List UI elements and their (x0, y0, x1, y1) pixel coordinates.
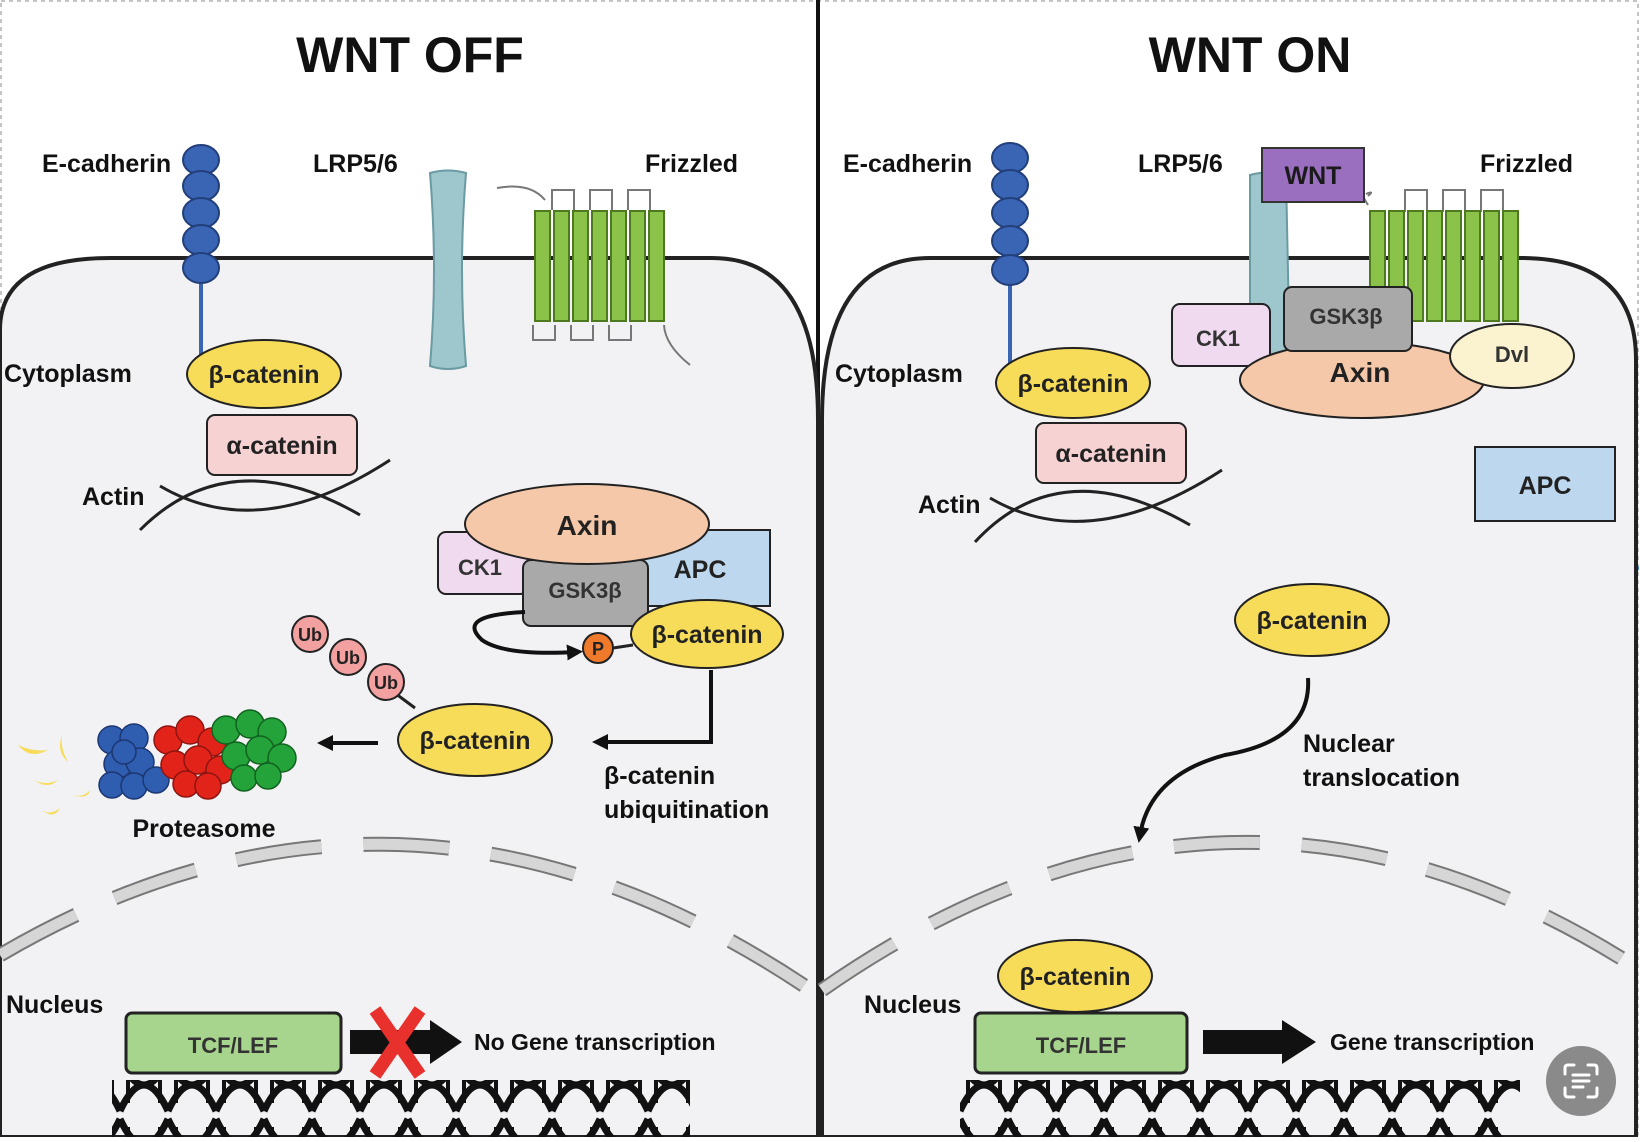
panels-on-beta-catenin-membrane-label: β-catenin (1017, 370, 1128, 398)
panels-off-ubiquitin-1-label: Ub (336, 648, 360, 668)
panel-wnt-on: WNT ON E-cadherin LRP5/6 Fr (817, 27, 1640, 1139)
label-actin-on: Actin (918, 491, 981, 519)
label-frizzled-on: Frizzled (1480, 150, 1573, 178)
label-cytoplasm: Cytoplasm (4, 360, 132, 388)
label-lrp-on: LRP5/6 (1138, 150, 1223, 178)
panels-on-apc-label: APC (1519, 472, 1572, 500)
translocation-arrow (1133, 677, 1311, 843)
panels-on-gsk3b-label: GSK3β (1309, 304, 1382, 329)
beta-catenin-free (1234, 583, 1390, 657)
scan-text-button[interactable] (1546, 1046, 1616, 1116)
label-actin: Actin (82, 483, 145, 511)
apc-node-on (1474, 446, 1616, 522)
panels-off-gsk3b-label: GSK3β (548, 578, 621, 603)
degraded-fragments (18, 735, 90, 815)
panels-on-dvl-label: Dvl (1495, 342, 1529, 367)
e-cadherin-receptor-on (991, 142, 1029, 378)
label-frizzled: Frizzled (645, 150, 738, 178)
panels-on-ck1-label: CK1 (1196, 326, 1240, 351)
ubiquitin-2 (329, 638, 367, 676)
label-e-cadherin: E-cadherin (42, 150, 171, 178)
label-nucleus: Nucleus (6, 991, 103, 1019)
label-ubiquitination-2: ubiquitination (604, 796, 769, 824)
actin-filament (138, 458, 391, 532)
panels-off-ubiquitin-0-label: Ub (298, 625, 322, 645)
panel-wnt-off: WNT OFF E-cadherin LRP5/6 Frizzled (0, 27, 823, 1139)
panels-off-ubiquitin-2-label: Ub (374, 673, 398, 693)
panels-on-axin-label: Axin (1330, 357, 1391, 388)
axin-node (464, 483, 710, 565)
panels-on-wnt-label: WNT (1285, 162, 1342, 190)
red-x-icon (369, 1006, 426, 1079)
phosphate-node (582, 632, 614, 664)
label-translocation-2: translocation (1303, 764, 1460, 792)
beta-catenin-complex (630, 599, 784, 669)
label-translocation-1: Nuclear (1303, 730, 1395, 758)
beta-catenin-membrane (186, 339, 342, 409)
lrp-receptor (428, 169, 468, 370)
panels-off-apc-label: APC (674, 556, 727, 584)
cell-membrane-on (820, 256, 1638, 1139)
destruction-complex: CK1 APC GSK3β Axin β-catenin P (437, 483, 784, 669)
ubiquitination-arrow (592, 670, 713, 750)
label-no-transcription: No Gene transcription (474, 1029, 716, 1055)
dna-off (112, 1080, 690, 1137)
panels-off-beta-catenin-membrane-label: β-catenin (208, 361, 319, 389)
scan-text-icon (1563, 1063, 1599, 1099)
gsk3b-node-on (1283, 286, 1413, 352)
panels-off-axin-label: Axin (557, 510, 618, 541)
alpha-catenin-on (1035, 422, 1187, 484)
ubiquitin-3 (367, 663, 405, 701)
beta-catenin-membrane-on (995, 347, 1151, 419)
label-lrp: LRP5/6 (313, 150, 398, 178)
label-gene-transcription: Gene transcription (1330, 1029, 1534, 1055)
phosphorylation-arrow (472, 610, 583, 661)
label-ubiquitination-1: β-catenin (604, 762, 715, 790)
panels-on-tcf-lef-label: TCF/LEF (1036, 1033, 1126, 1058)
label-cytoplasm-on: Cytoplasm (835, 360, 963, 388)
blocked-arrow (350, 1020, 462, 1064)
title-wnt-on: WNT ON (1149, 27, 1352, 83)
transcription-arrow (1203, 1020, 1316, 1064)
nuclear-envelope (0, 838, 822, 1000)
tcf-lef-node-on (973, 1011, 1189, 1075)
wnt-ligand (1261, 147, 1365, 203)
panels-off-beta-catenin-complex-label: β-catenin (651, 621, 762, 649)
ubiquitin-1 (291, 615, 329, 653)
tcf-lef-node (124, 1011, 343, 1075)
label-proteasome: Proteasome (132, 815, 275, 843)
e-cadherin-receptor (182, 144, 220, 370)
title-wnt-off: WNT OFF (296, 27, 524, 83)
frizzled-receptor (496, 185, 691, 366)
cell-membrane (0, 256, 820, 1139)
panels-off-beta-catenin-ub-label: β-catenin (419, 727, 530, 755)
panels-off-alpha-catenin-label: α-catenin (226, 432, 337, 460)
ck1-node-on (1171, 303, 1271, 367)
alpha-catenin (206, 414, 358, 476)
dvl-node (1449, 323, 1575, 389)
label-e-cadherin-on: E-cadherin (843, 150, 972, 178)
panels-on-beta-catenin-free-label: β-catenin (1256, 607, 1367, 635)
panels-off-phospho-label: P (592, 639, 604, 659)
nuclear-envelope-on (818, 836, 1640, 995)
panels-off-ck1-label: CK1 (458, 555, 502, 580)
proteasome (97, 709, 297, 800)
dna-on (960, 1080, 1520, 1137)
panels-on-beta-catenin-nuclear-label: β-catenin (1019, 963, 1130, 991)
actin-filament-on (973, 468, 1223, 544)
signalosome-complex: CK1 Axin GSK3β Dvl (1171, 286, 1575, 419)
panels-on-alpha-catenin-label: α-catenin (1055, 440, 1166, 468)
panels-off-tcf-lef-label: TCF/LEF (188, 1033, 278, 1058)
beta-catenin-ubiquitinated (397, 703, 553, 777)
label-nucleus-on: Nucleus (864, 991, 961, 1019)
